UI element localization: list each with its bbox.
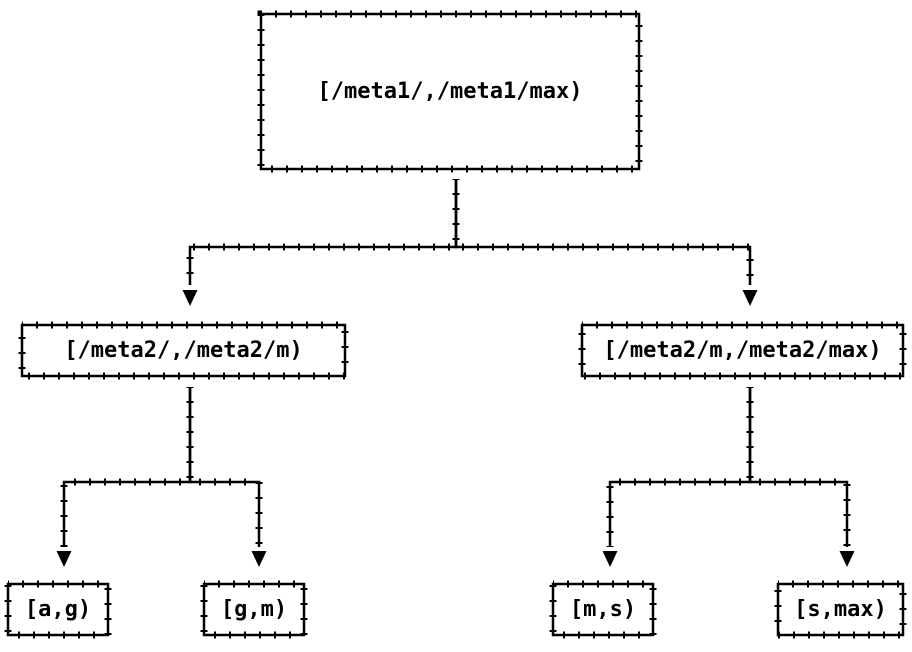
node-meta2-low-box [18,321,349,380]
edge-line [188,387,261,547]
arrow-down-icon [839,551,855,567]
edge-ticks [186,179,460,285]
edge-root-to-meta2-low [182,179,460,306]
edge-line [454,179,752,285]
arrow-down-icon [56,551,72,567]
arrow-down-icon [742,290,758,306]
edge-ticks [606,387,754,547]
node-root-box [257,10,643,173]
arrow-down-icon [182,290,198,306]
node-m-s-box [549,580,657,639]
edge-line [748,387,849,547]
edge-root-to-meta2-high [452,179,758,306]
edge-ticks [186,387,263,547]
edge-line [62,387,192,547]
edge-ticks [746,387,851,547]
edge-line [608,387,752,547]
edge-meta2-high-to-s-max [746,387,855,567]
edge-meta2-low-to-a-g [56,387,194,567]
arrow-down-icon [602,551,618,567]
node-meta2-high-box [578,321,907,380]
edge-line [188,179,458,285]
edge-meta2-high-to-m-s [602,387,754,567]
edge-ticks [60,387,194,547]
edge-meta2-low-to-g-m [186,387,267,567]
arrow-down-icon [251,551,267,567]
edge-ticks [452,179,754,285]
node-s-max-box [774,580,907,639]
node-a-g-box [4,580,112,639]
node-g-m-box [200,580,308,639]
